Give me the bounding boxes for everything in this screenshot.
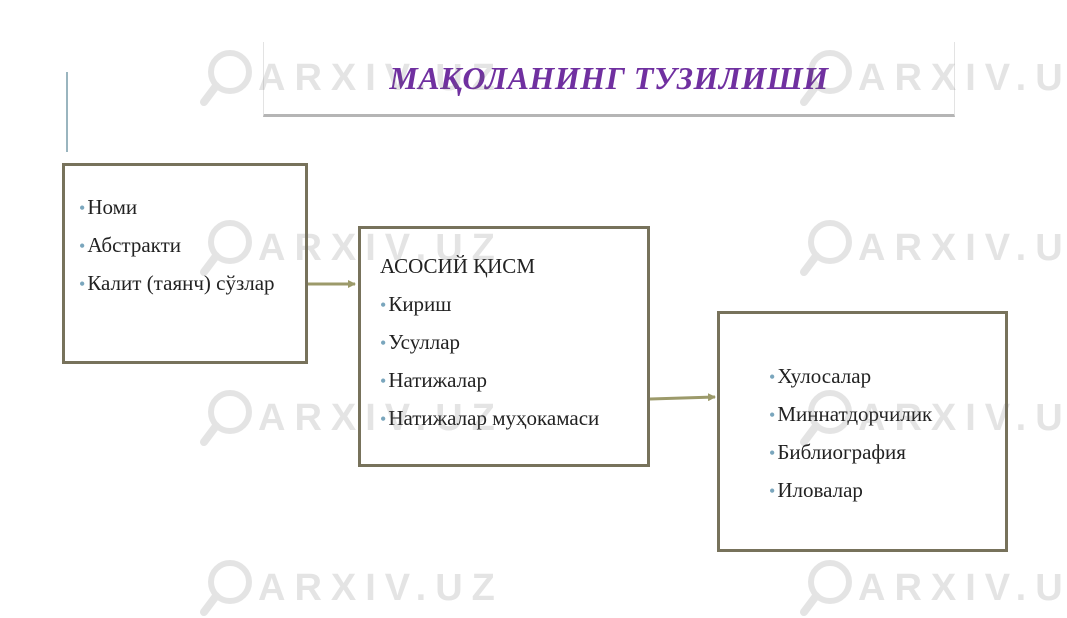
back-matter-box: Хулосалар Миннатдорчилик Библиография Ил… xyxy=(717,311,1008,552)
diagram-title: МАҚОЛАНИНГ ТУЗИЛИШИ xyxy=(389,59,829,96)
list-item: Миннатдорчилик xyxy=(769,404,1005,425)
list-item: Библиография xyxy=(769,442,1005,463)
front-matter-list: Номи Абстракти Калит (таянч) сўзлар xyxy=(79,197,305,294)
title-bar: МАҚОЛАНИНГ ТУЗИЛИШИ xyxy=(263,42,955,117)
list-item: Натижалар муҳокамаси xyxy=(380,408,647,429)
main-part-heading: АСОСИЙ ҚИСМ xyxy=(380,254,535,278)
list-item: Абстракти xyxy=(79,235,305,256)
back-matter-list: Хулосалар Миннатдорчилик Библиография Ил… xyxy=(769,366,1005,501)
connector-arrows xyxy=(308,280,716,402)
list-item: Иловалар xyxy=(769,480,1005,501)
list-item: Кириш xyxy=(380,294,647,315)
main-part-list: Кириш Усуллар Натижалар Натижалар муҳока… xyxy=(380,294,647,429)
list-item: Номи xyxy=(79,197,305,218)
front-matter-box: Номи Абстракти Калит (таянч) сўзлар xyxy=(62,163,308,364)
accent-line xyxy=(66,72,68,152)
list-item: Усуллар xyxy=(380,332,647,353)
list-item: Хулосалар xyxy=(769,366,1005,387)
main-part-box: АСОСИЙ ҚИСМ Кириш Усуллар Натижалар Нати… xyxy=(358,226,650,467)
list-item: Натижалар xyxy=(380,370,647,391)
list-item: Калит (таянч) сўзлар xyxy=(79,273,305,294)
arrow-main-to-back xyxy=(649,393,716,402)
